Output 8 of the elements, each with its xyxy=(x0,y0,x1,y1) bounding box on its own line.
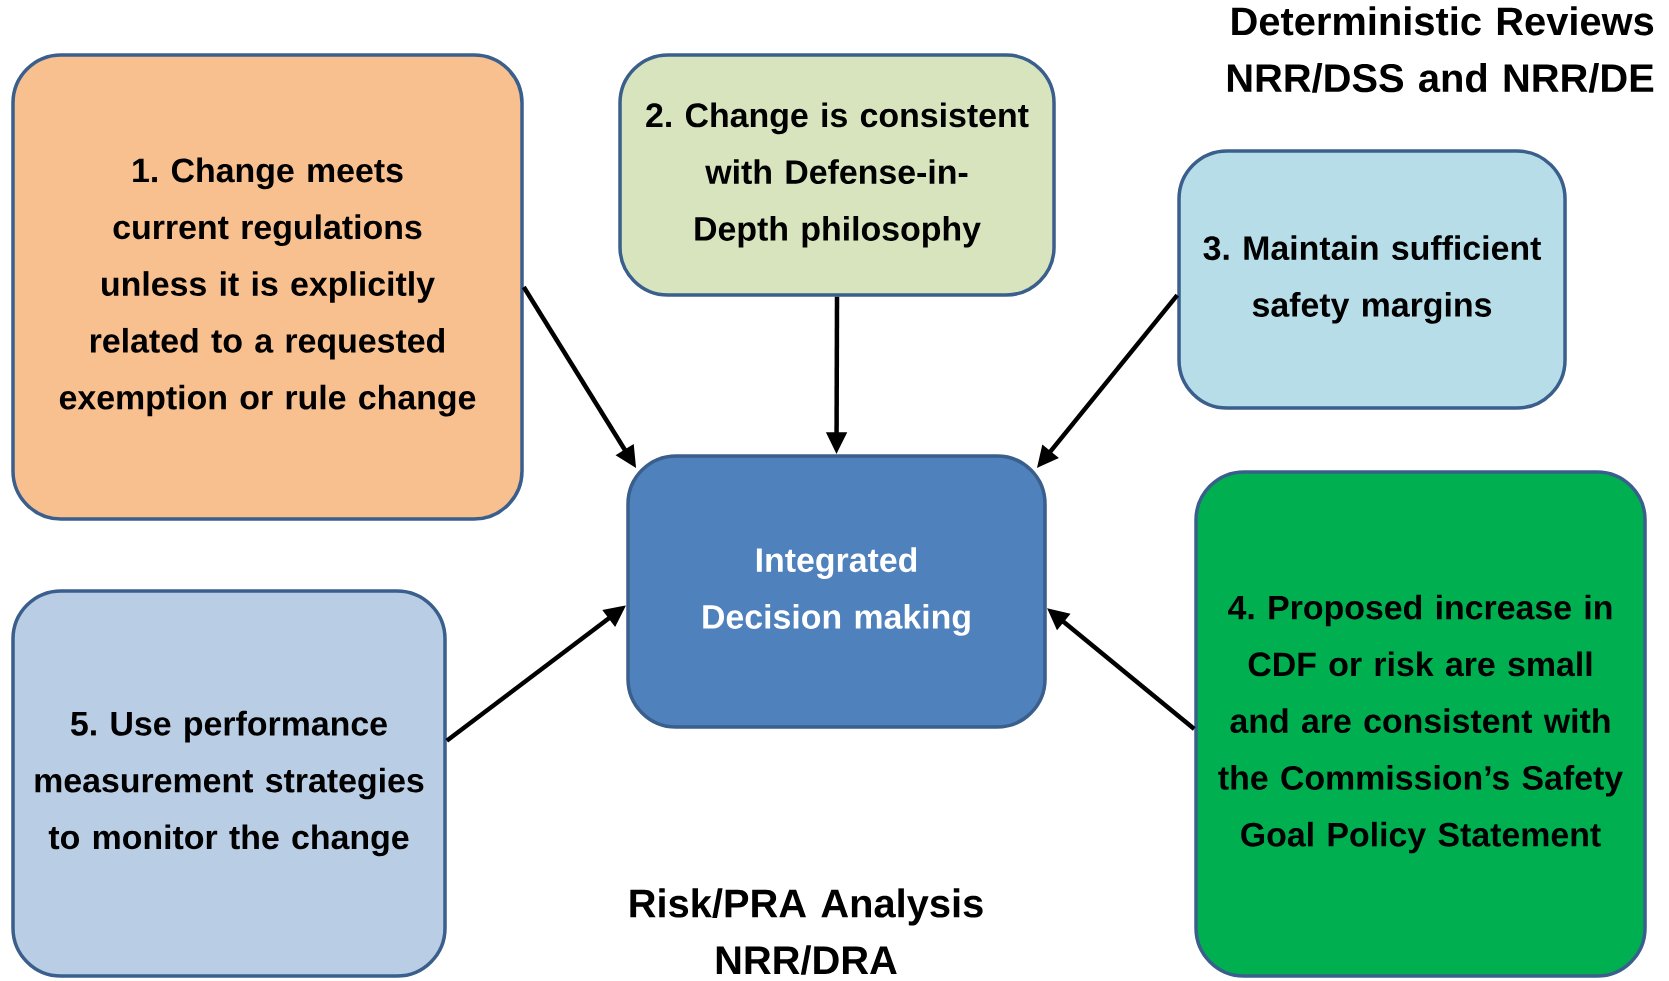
heading: Deterministic Reviews NRR/DSS and NRR/DE xyxy=(1227,6,1654,93)
principle-box: 4. Proposed increase in CDF or risk are small and are consistent with the Commission’s Safety Goal Policy Statement xyxy=(1194,470,1647,978)
principle-box: 5. Use performance measurement strategies to monitor the change xyxy=(11,589,447,978)
principle-box: 3. Maintain sufficient safety margins xyxy=(1177,149,1567,410)
principle-box: 2. Change is consistent with Defense-in-Depth philosophy xyxy=(618,53,1056,297)
principle-box: 1. Change meets current regulations unless it is explicitly related to a requested exemption or rule change xyxy=(11,53,524,521)
decision-box: Integrated Decision making xyxy=(626,454,1047,729)
heading: Risk/PRA Analysis NRR/DRA xyxy=(630,888,983,975)
